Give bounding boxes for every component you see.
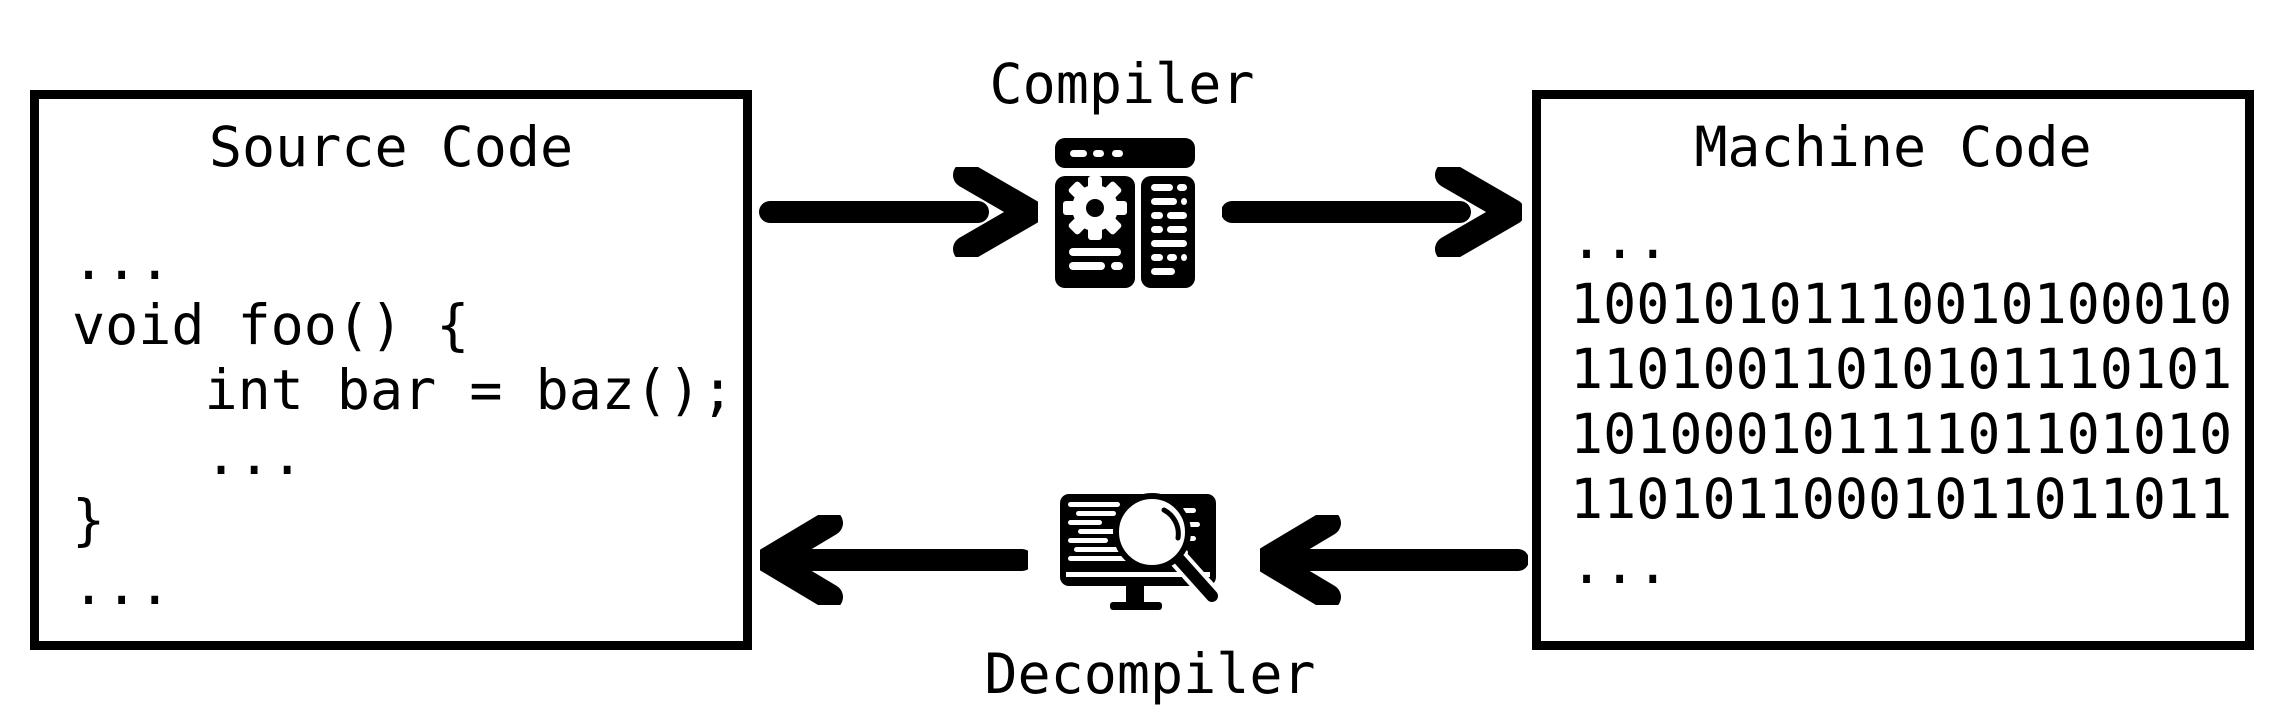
compiler-label: Compiler — [989, 52, 1255, 116]
arrow-machine-to-decompiler-icon — [1260, 515, 1528, 605]
compiler-icon — [1055, 138, 1195, 288]
source-code-title: Source Code — [208, 115, 574, 179]
machine-code-title: Machine Code — [1694, 115, 2092, 179]
decompiler-label: Decompiler — [984, 642, 1316, 705]
machine-code-text: ... 10010101110010100010 110100110101011… — [1570, 207, 2233, 596]
decompiler-icon — [1060, 493, 1222, 610]
source-code-text: ... void foo() { int bar = baz(); ... } … — [72, 228, 735, 617]
arrow-decompiler-to-source-icon — [760, 515, 1028, 605]
arrow-compiler-to-machine-icon — [1222, 167, 1522, 257]
arrow-source-to-compiler-icon — [759, 167, 1038, 257]
source-code-box: Source Code ... void foo() { int bar = b… — [30, 90, 752, 650]
gear-icon — [1063, 176, 1127, 240]
machine-code-box: Machine Code ... 10010101110010100010 11… — [1532, 90, 2254, 650]
